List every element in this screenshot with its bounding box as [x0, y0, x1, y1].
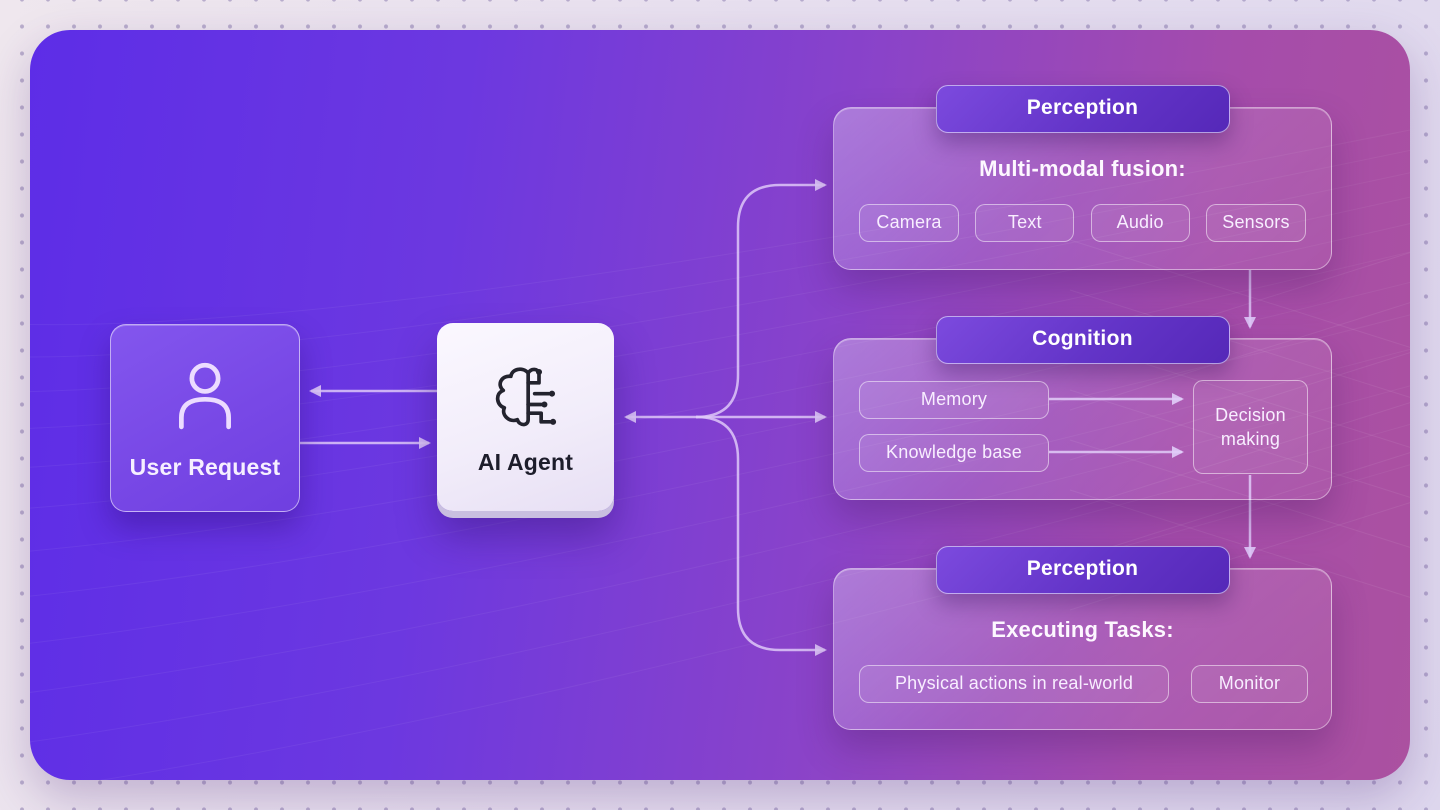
chip-memory: Memory: [859, 381, 1049, 419]
user-request-node: User Request: [110, 324, 300, 512]
chip-sensors: Sensors: [1205, 204, 1306, 242]
chip-decision-making: Decision making: [1193, 380, 1308, 474]
user-request-label: User Request: [129, 453, 281, 480]
chip-knowledge-base: Knowledge base: [859, 434, 1049, 472]
chip-camera: Camera: [859, 204, 959, 242]
diagram-canvas: User Request AI Ag: [30, 30, 1410, 780]
cognition-section: Cognition Memory Knowledge base Decision…: [833, 316, 1332, 500]
chip-monitor: Monitor: [1191, 665, 1308, 703]
perception-section: Perception Multi-modal fusion: Camera Te…: [833, 85, 1332, 270]
chip-physical-actions: Physical actions in real-world: [859, 665, 1169, 703]
chip-text: Text: [975, 204, 1075, 242]
action-subtitle: Executing Tasks:: [991, 617, 1174, 642]
ai-agent-label: AI Agent: [477, 448, 574, 475]
ai-agent-node: AI Agent: [437, 323, 614, 511]
action-section: Perception Executing Tasks: Physical act…: [833, 546, 1332, 730]
brain-circuit-icon: [495, 366, 556, 426]
user-icon: [179, 362, 231, 429]
chip-audio: Audio: [1090, 204, 1190, 242]
arrow-agent-to-perception: [695, 179, 827, 419]
arrow-agent-to-action: [695, 415, 827, 656]
perception-header: Perception: [935, 85, 1230, 133]
cognition-header: Cognition: [935, 316, 1230, 364]
perception-chip-row: Camera Text Audio Sensors: [859, 204, 1306, 242]
action-header: Perception: [935, 546, 1230, 594]
perception-subtitle: Multi-modal fusion:: [979, 156, 1186, 181]
